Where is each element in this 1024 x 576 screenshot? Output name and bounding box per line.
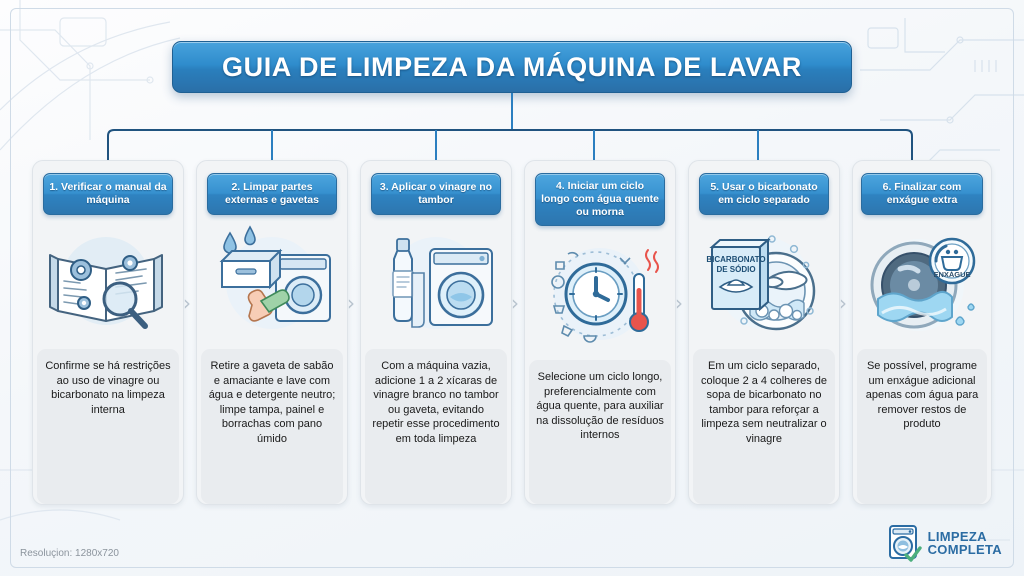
step-card-5-header: 5. Usar o bicarbonato em ciclo separado — [699, 173, 829, 215]
detergent-drawer-cleaning-icon — [206, 225, 338, 343]
page-title: GUIA DE LIMPEZA DA MÁQUINA DE LAVAR — [172, 41, 852, 93]
page-title-text: GUIA DE LIMPEZA DA MÁQUINA DE LAVAR — [222, 51, 802, 82]
manual-book-magnifier-icon — [42, 225, 174, 343]
baking-soda-box-spoon-icon: BICARBONATO DE SÓDIO — [698, 225, 830, 343]
step-card-2-header: 2. Limpar partes externas e gavetas — [207, 173, 337, 215]
logo-text-line2: COMPLETA — [927, 542, 1002, 557]
step-card-3-header: 3. Aplicar o vinagre no tambor — [371, 173, 501, 215]
step-card-4-header: 4. Iniciar um ciclo longo com água quent… — [535, 173, 665, 226]
step-card-3-body: Com a máquina vazia, adicione 1 a 2 xíca… — [365, 349, 507, 504]
step-card-1-header: 1. Verificar o manual da máquina — [43, 173, 173, 215]
step-card-2[interactable]: 2. Limpar partes externas e gavetas — [196, 160, 348, 505]
step-card-3[interactable]: 3. Aplicar o vinagre no tambor Com a máq… — [360, 160, 512, 505]
step-arrow: › — [839, 291, 847, 315]
step-arrow: › — [347, 291, 355, 315]
washing-machine-logo-icon — [888, 525, 922, 562]
rinse-badge-label: ENXÁGUE — [933, 270, 970, 279]
step-arrow: › — [511, 291, 519, 315]
step-card-4[interactable]: 4. Iniciar um ciclo longo com água quent… — [524, 160, 676, 505]
rinse-drum-water-icon: ENXÁGUE — [856, 225, 988, 343]
baking-soda-label-line1: BICARBONATO — [706, 255, 765, 264]
step-card-1[interactable]: 1. Verificar o manual da máquina — [32, 160, 184, 505]
cycle-dial-thermometer-icon — [534, 236, 666, 354]
resolution-label: Resoluçion: 1280x720 — [20, 548, 119, 559]
vinegar-bottle-washer-icon — [370, 225, 502, 343]
step-card-5[interactable]: 5. Usar o bicarbonato em ciclo separado — [688, 160, 840, 505]
step-arrow: › — [675, 291, 683, 315]
step-card-6-header: 6. Finalizar com enxágue extra — [861, 173, 983, 215]
brand-logo: LIMPEZA COMPLETA — [888, 524, 1002, 562]
step-card-2-body: Retire a gaveta de sabão e amaciante e l… — [201, 349, 343, 504]
step-card-6[interactable]: 6. Finalizar com enxágue extra — [852, 160, 992, 505]
step-card-1-body: Confirme se há restrições ao uso de vina… — [37, 349, 179, 504]
baking-soda-label-line2: DE SÓDIO — [716, 265, 755, 274]
step-card-5-body: Em um ciclo separado, coloque 2 a 4 colh… — [693, 349, 835, 504]
step-arrow: › — [183, 291, 191, 315]
step-card-6-body: Se possível, programe um enxágue adicion… — [857, 349, 987, 504]
step-card-4-body: Selecione um ciclo longo, preferencialme… — [529, 360, 671, 504]
logo-text-line1: LIMPEZA — [927, 528, 987, 544]
page-border — [10, 8, 1014, 568]
